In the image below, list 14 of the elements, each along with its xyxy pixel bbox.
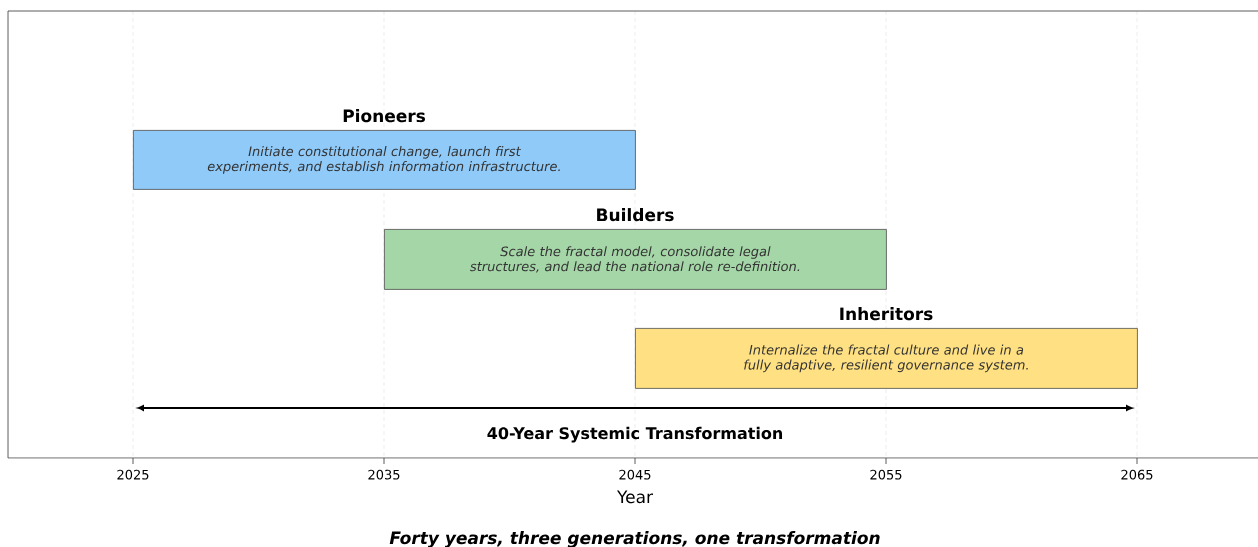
timeline-bar: Initiate constitutional change, launch first experiments, and establish information infrastructure. [133, 130, 636, 190]
tick-label: 2055 [870, 457, 902, 480]
tick-label: 2045 [619, 457, 651, 480]
tick-label: 2035 [368, 457, 400, 480]
caption: Forty years, three generations, one transformation [389, 531, 880, 547]
tick-label: 2025 [117, 457, 149, 480]
bar-heading: Pioneers [343, 109, 425, 123]
timeline-bar: Internalize the fractal culture and live in a fully adaptive, resilient governance system. [635, 328, 1138, 389]
axis-title: Year [617, 490, 654, 504]
bar-heading: Inheritors [840, 307, 933, 321]
tick-label: 2065 [1121, 457, 1153, 480]
span-label: 40-Year Systemic Transformation [487, 426, 783, 443]
bar-heading: Builders [597, 208, 674, 222]
timeline-bar: Scale the fractal model, consolidate legal structures, and lead the national role re-definition. [384, 229, 887, 290]
